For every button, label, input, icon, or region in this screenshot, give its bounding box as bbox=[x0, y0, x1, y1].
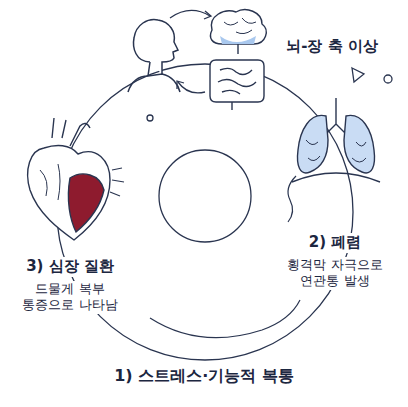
item-group: 뇌-장 축 이상 bbox=[262, 36, 402, 57]
center-circle bbox=[159, 150, 251, 242]
item-heading: 2) 폐렴 bbox=[307, 233, 364, 253]
head-icon bbox=[128, 20, 180, 92]
brain-icon bbox=[210, 10, 266, 54]
item-heading: 뇌-장 축 이상 bbox=[284, 37, 380, 57]
item-group: 3) 심장 질환드물게 복부 통증으로 나타남 bbox=[4, 256, 136, 314]
item-description: 드물게 복부 통증으로 나타남 bbox=[12, 281, 128, 315]
decoration bbox=[147, 46, 392, 121]
item-heading: 3) 심장 질환 bbox=[24, 257, 116, 277]
cycle-arrows bbox=[170, 10, 211, 92]
swoosh-line bbox=[150, 300, 300, 338]
intestine-icon bbox=[210, 60, 264, 110]
item-description: 횡격막 자극으로 연관통 발생 bbox=[277, 257, 393, 291]
item-heading: 1) 스트레스·기능적 복통 bbox=[111, 366, 297, 387]
wavy-line bbox=[288, 176, 296, 222]
heart-icon bbox=[28, 118, 124, 240]
item-group: 2) 폐렴횡격막 자극으로 연관통 발생 bbox=[266, 232, 404, 290]
lungs-icon bbox=[292, 98, 380, 182]
cycle-ring bbox=[57, 64, 353, 360]
